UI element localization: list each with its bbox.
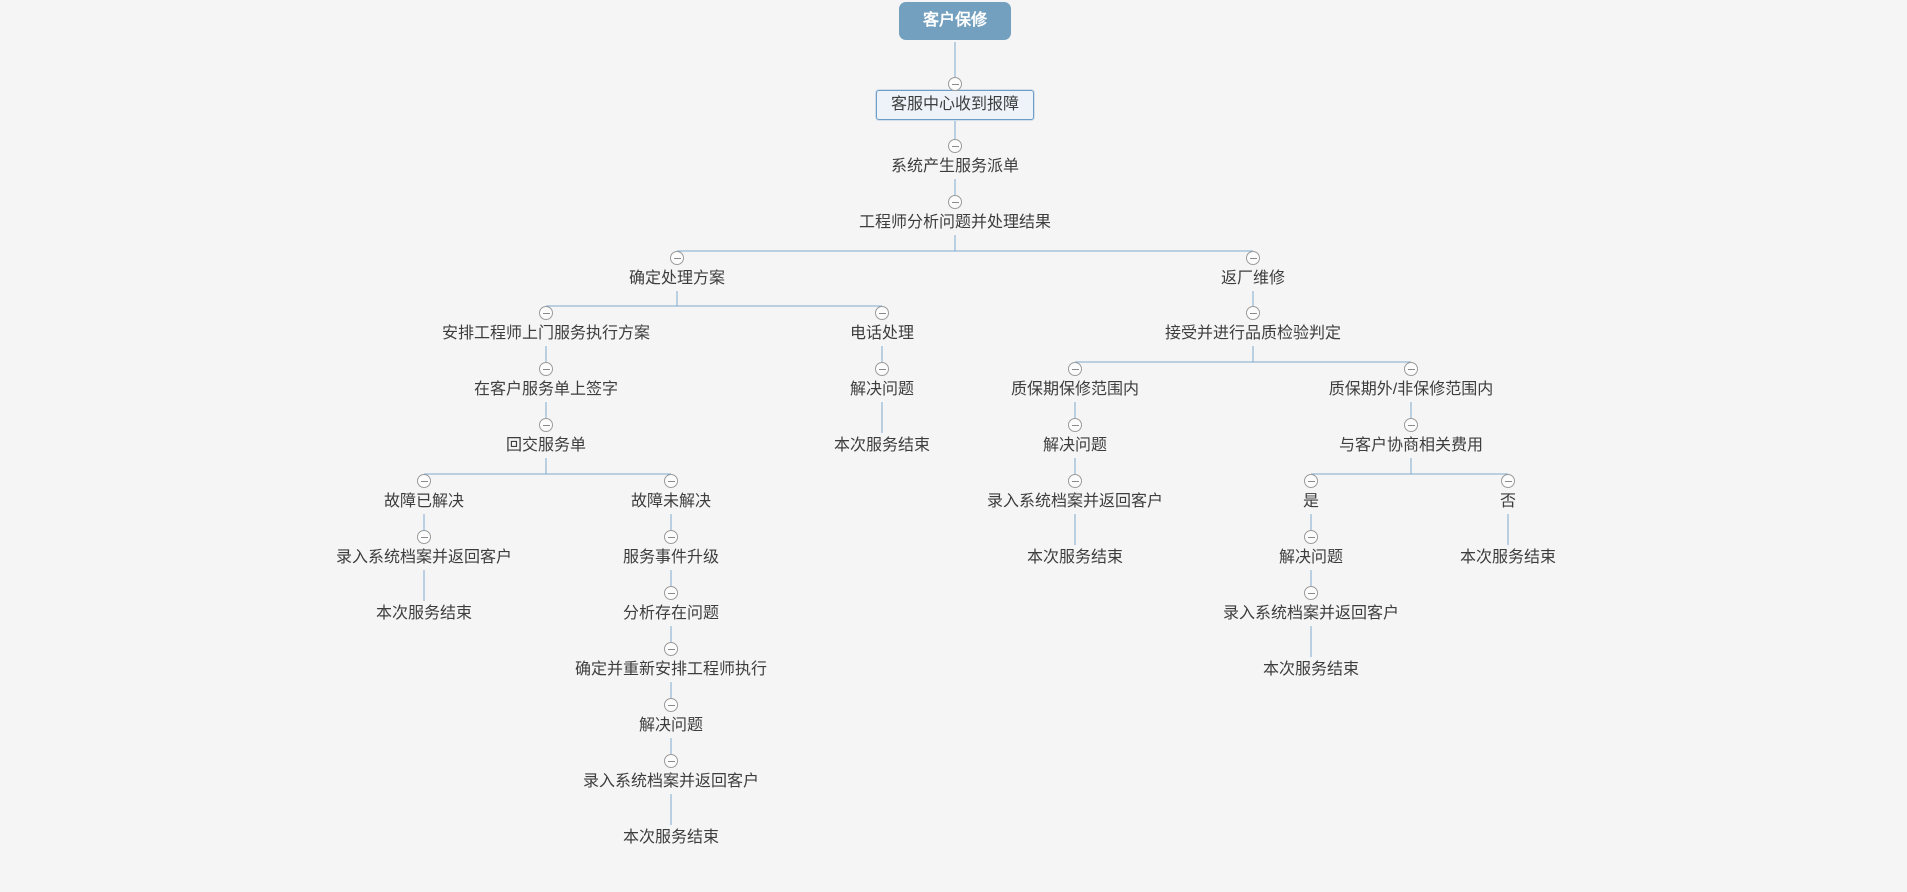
collapse-minus-icon[interactable] xyxy=(670,251,684,265)
mindmap-node[interactable]: 录入系统档案并返回客户 xyxy=(986,493,1164,510)
mindmap-node[interactable]: 安排工程师上门服务执行方案 xyxy=(441,325,651,342)
mindmap-node[interactable]: 录入系统档案并返回客户 xyxy=(582,773,760,790)
collapse-minus-icon[interactable] xyxy=(664,474,678,488)
mindmap-node[interactable]: 电话处理 xyxy=(849,325,915,342)
collapse-minus-icon[interactable] xyxy=(1304,586,1318,600)
mindmap-node[interactable]: 系统产生服务派单 xyxy=(890,158,1020,175)
collapse-minus-icon[interactable] xyxy=(875,306,889,320)
collapse-minus-icon[interactable] xyxy=(1304,530,1318,544)
mindmap-node[interactable]: 故障已解决 xyxy=(383,493,465,510)
mindmap-node[interactable]: 分析存在问题 xyxy=(622,605,720,622)
root-node[interactable]: 客户保修 xyxy=(898,2,1012,40)
mindmap-node[interactable]: 返厂维修 xyxy=(1220,270,1286,287)
mindmap-node[interactable]: 本次服务结束 xyxy=(622,829,720,846)
mindmap-node[interactable]: 解决问题 xyxy=(1042,437,1108,454)
mindmap-node[interactable]: 是 xyxy=(1302,493,1320,510)
collapse-minus-icon[interactable] xyxy=(664,530,678,544)
mindmap-node[interactable]: 在客户服务单上签字 xyxy=(473,381,619,398)
mindmap-node[interactable]: 故障未解决 xyxy=(630,493,712,510)
collapse-minus-icon[interactable] xyxy=(539,306,553,320)
collapse-minus-icon[interactable] xyxy=(948,195,962,209)
collapse-minus-icon[interactable] xyxy=(948,77,962,91)
mindmap-node[interactable]: 解决问题 xyxy=(1278,549,1344,566)
collapse-minus-icon[interactable] xyxy=(664,698,678,712)
mindmap-node[interactable]: 工程师分析问题并处理结果 xyxy=(858,214,1052,231)
mindmap-node[interactable]: 确定并重新安排工程师执行 xyxy=(574,661,768,678)
collapse-minus-icon[interactable] xyxy=(539,362,553,376)
mindmap-node[interactable]: 服务事件升级 xyxy=(622,549,720,566)
collapse-minus-icon[interactable] xyxy=(664,754,678,768)
collapse-minus-icon[interactable] xyxy=(1501,474,1515,488)
mindmap-node[interactable]: 质保期保修范围内 xyxy=(1010,381,1140,398)
collapse-minus-icon[interactable] xyxy=(1404,418,1418,432)
collapse-minus-icon[interactable] xyxy=(664,642,678,656)
collapse-minus-icon[interactable] xyxy=(1246,306,1260,320)
collapse-minus-icon[interactable] xyxy=(1068,474,1082,488)
mindmap-node[interactable]: 否 xyxy=(1499,493,1517,510)
mindmap-node[interactable]: 录入系统档案并返回客户 xyxy=(1222,605,1400,622)
collapse-minus-icon[interactable] xyxy=(875,362,889,376)
collapse-minus-icon[interactable] xyxy=(1246,251,1260,265)
collapse-minus-icon[interactable] xyxy=(1404,362,1418,376)
mindmap-node[interactable]: 解决问题 xyxy=(849,381,915,398)
mindmap-node[interactable]: 确定处理方案 xyxy=(628,270,726,287)
mindmap-node[interactable]: 回交服务单 xyxy=(505,437,587,454)
mindmap-node[interactable]: 解决问题 xyxy=(638,717,704,734)
collapse-minus-icon[interactable] xyxy=(1068,418,1082,432)
mindmap-node[interactable]: 本次服务结束 xyxy=(833,437,931,454)
collapse-minus-icon[interactable] xyxy=(948,139,962,153)
mindmap-node[interactable]: 本次服务结束 xyxy=(1026,549,1124,566)
collapse-minus-icon[interactable] xyxy=(417,474,431,488)
collapse-minus-icon[interactable] xyxy=(417,530,431,544)
mindmap-node[interactable]: 本次服务结束 xyxy=(375,605,473,622)
collapse-minus-icon[interactable] xyxy=(539,418,553,432)
mindmap-node[interactable]: 接受并进行品质检验判定 xyxy=(1164,325,1342,342)
mindmap-node[interactable]: 录入系统档案并返回客户 xyxy=(335,549,513,566)
selected-node[interactable]: 客服中心收到报障 xyxy=(875,90,1035,120)
mindmap-node[interactable]: 质保期外/非保修范围内 xyxy=(1328,381,1494,398)
collapse-minus-icon[interactable] xyxy=(664,586,678,600)
collapse-minus-icon[interactable] xyxy=(1068,362,1082,376)
mindmap-node[interactable]: 本次服务结束 xyxy=(1459,549,1557,566)
mindmap-node[interactable]: 与客户协商相关费用 xyxy=(1338,437,1484,454)
mindmap-node[interactable]: 本次服务结束 xyxy=(1262,661,1360,678)
collapse-minus-icon[interactable] xyxy=(1304,474,1318,488)
